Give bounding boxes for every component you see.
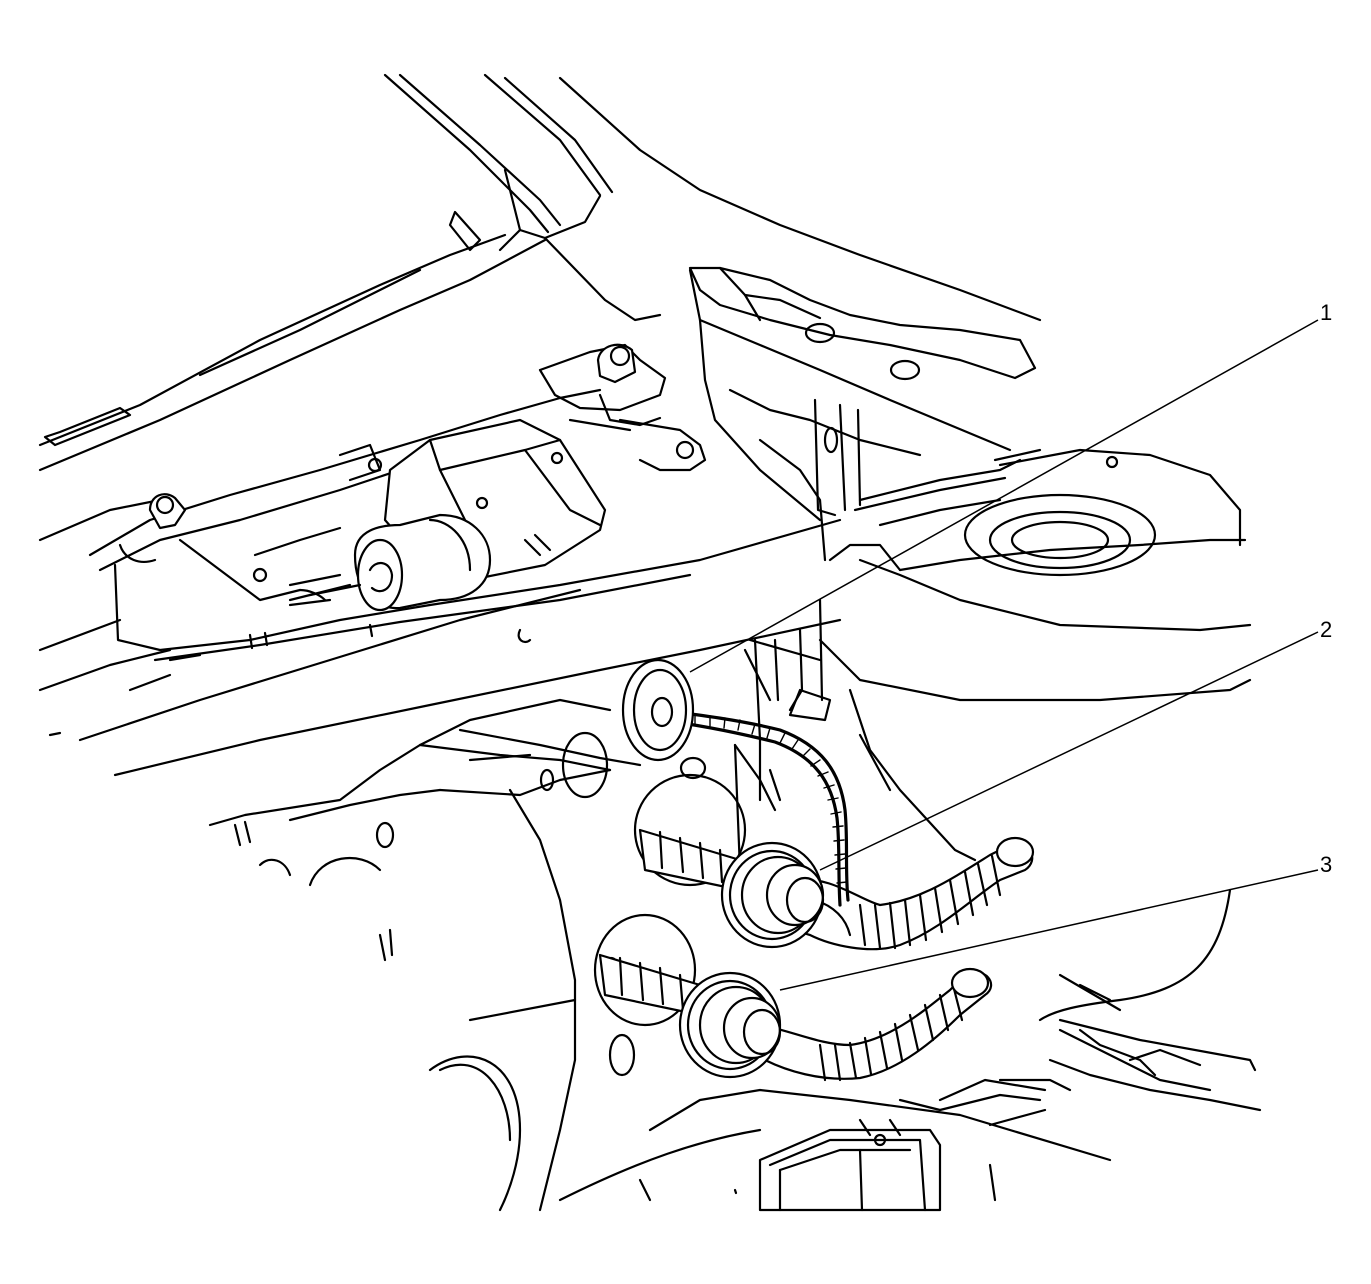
strut-tower bbox=[688, 266, 1042, 562]
grommet-1 bbox=[621, 658, 695, 762]
cowl-lower-panel bbox=[38, 518, 842, 777]
callout-label-3: 3 bbox=[1320, 852, 1332, 877]
leader-line-2 bbox=[819, 631, 1319, 871]
leader-line-1 bbox=[689, 319, 1319, 673]
lower-firewall bbox=[208, 698, 762, 1212]
callout-label-1: 1 bbox=[1320, 300, 1332, 325]
grommet-2 bbox=[720, 841, 825, 949]
cable-1 bbox=[658, 708, 850, 907]
grommet-3 bbox=[678, 971, 782, 1079]
cowl-panel-left bbox=[38, 210, 547, 542]
firewall-openings bbox=[593, 756, 747, 1027]
wiper-linkage bbox=[88, 343, 707, 572]
callout-label-2: 2 bbox=[1320, 617, 1332, 642]
leader-line-3 bbox=[779, 869, 1319, 991]
wiring-harness-lower bbox=[598, 953, 993, 1082]
wiper-motor bbox=[178, 418, 607, 612]
lower-module bbox=[648, 888, 1262, 1212]
shock-tower-dome bbox=[743, 448, 1252, 702]
firewall-bracket bbox=[733, 598, 977, 872]
wiring-harness-upper bbox=[638, 828, 1035, 951]
windshield-pillar bbox=[383, 73, 1042, 322]
